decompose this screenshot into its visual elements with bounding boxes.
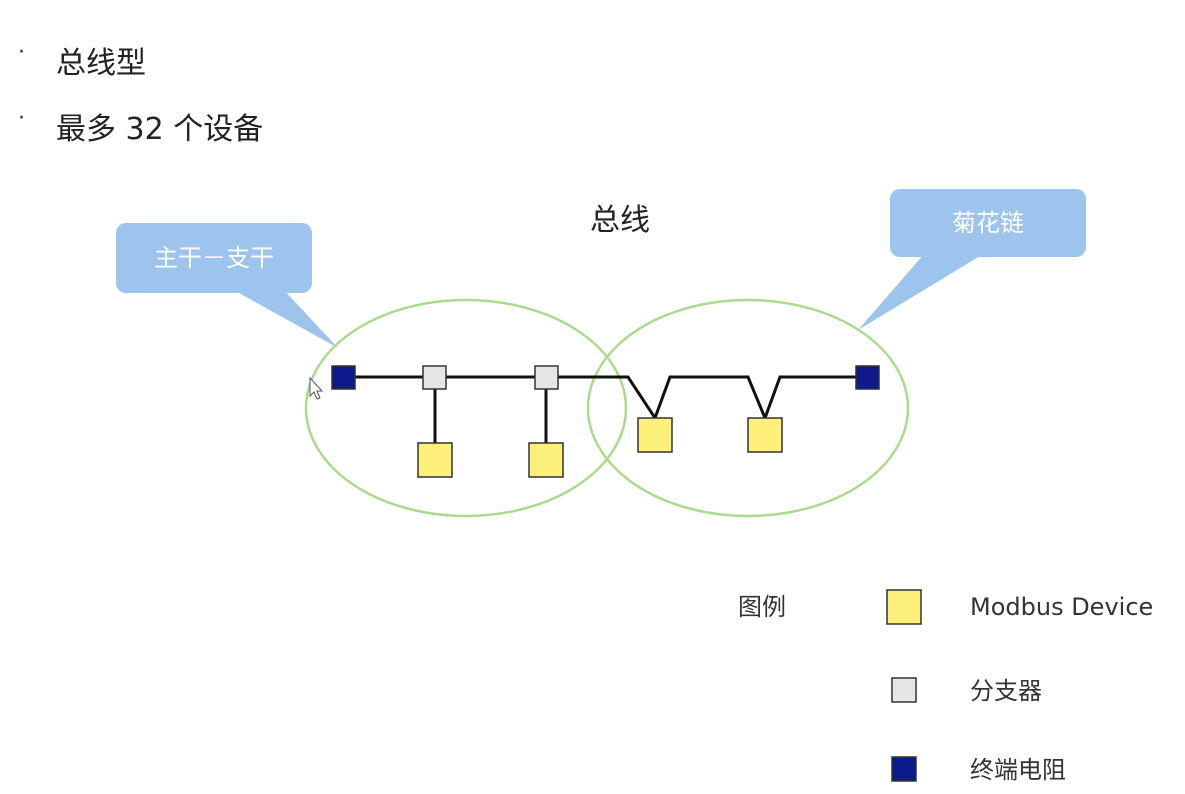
mouse-cursor-icon — [309, 376, 324, 400]
modbus-device — [417, 442, 453, 478]
terminator-right — [855, 365, 880, 390]
legend-swatch-device — [886, 589, 922, 625]
bullet-marker: · — [18, 40, 25, 65]
trunk-branch-ellipse — [304, 298, 628, 518]
bullet-marker: · — [18, 106, 25, 131]
terminator-left — [331, 365, 356, 390]
legend-label-terminator: 终端电阻 — [970, 756, 1066, 784]
callout-box — [890, 189, 1086, 257]
legend-swatch-splitter — [891, 677, 917, 703]
diagram-title: 总线 — [590, 203, 650, 238]
bus-line — [355, 375, 856, 423]
callout-daisy-chain: 菊花链 — [858, 189, 1086, 330]
legend-swatch-terminator — [891, 756, 917, 782]
legend-label-splitter: 分支器 — [970, 677, 1042, 705]
bullet-max-devices: 最多 32 个设备 — [56, 112, 264, 147]
callout-pointer — [858, 253, 985, 330]
callout-box — [116, 223, 312, 293]
daisy-chain-ellipse — [586, 298, 910, 518]
callout-trunk-branch: 主干－支干 — [116, 223, 338, 348]
modbus-device — [528, 442, 564, 478]
legend-title: 图例 — [738, 593, 786, 621]
callout-label: 菊花链 — [952, 209, 1024, 237]
splitter — [422, 365, 447, 390]
callout-label: 主干－支干 — [154, 244, 274, 272]
bullet-bus-type: 总线型 — [56, 46, 146, 81]
modbus-device — [637, 417, 673, 453]
splitter — [534, 365, 559, 390]
legend: 图例 Modbus Device 分支器 终端电阻 — [738, 589, 1153, 784]
legend-label-device: Modbus Device — [970, 593, 1153, 621]
modbus-device — [747, 417, 783, 453]
callout-pointer — [230, 288, 338, 348]
